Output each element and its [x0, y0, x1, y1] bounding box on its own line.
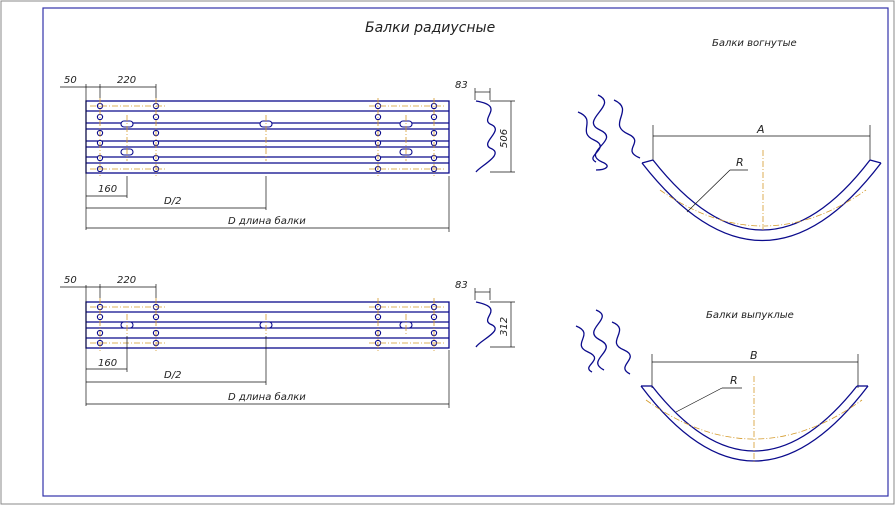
concave-arc-outer [641, 162, 882, 241]
beam-bottom-axes [90, 298, 444, 352]
concave-wave-symbol [592, 94, 608, 171]
beam-top-axes [90, 98, 444, 176]
beam-bottom-dimensions: 50 220 160 D/2 D длина балки [60, 275, 450, 408]
dim-bottom-pitch: 220 [117, 275, 136, 286]
drawing-title: Балки радиусные [365, 20, 495, 36]
dim-top-profile-depth: 83 [455, 80, 468, 91]
convex-wave-symbol [593, 309, 607, 371]
convex-beam-view: Балки выпуклые B R [575, 309, 869, 462]
beam-top: 50 220 160 D/2 D длина балки 83 506 [60, 75, 515, 232]
beam-bottom: 50 220 160 D/2 D длина балки 83 312 [60, 275, 515, 408]
dim-top-first-hole: 160 [98, 184, 117, 195]
dim-top-half: D/2 [164, 196, 181, 207]
dim-bottom-end: 50 [64, 275, 77, 286]
convex-title: Балки выпуклые [706, 310, 794, 321]
dim-top-pitch: 220 [117, 75, 136, 86]
beam-top-profile: 83 506 [455, 80, 515, 173]
beam-top-plate [85, 100, 450, 174]
beam-top-holes [96, 102, 438, 173]
convex-arc-outer [640, 385, 869, 462]
convex-chord-label: B [750, 349, 758, 362]
beam-top-dimensions: 50 220 160 D/2 D длина балки [60, 75, 450, 232]
dim-top-profile-height: 506 [499, 129, 510, 148]
drawing-frame [42, 7, 889, 497]
beam-top-slots [120, 120, 413, 156]
dim-bottom-length: D длина балки [228, 391, 306, 403]
dim-bottom-half: D/2 [164, 370, 181, 381]
dim-bottom-profile-height: 312 [499, 317, 510, 336]
dim-top-end: 50 [64, 75, 77, 86]
convex-arc-inner [651, 385, 858, 452]
concave-chord-label: A [756, 123, 765, 136]
beam-bottom-slots [120, 321, 413, 329]
concave-beam-view: Балки вогнутые A R [577, 38, 882, 241]
beam-bottom-profile: 83 312 [455, 280, 515, 348]
concave-radius-label: R [736, 156, 744, 169]
dim-bottom-profile-depth: 83 [455, 280, 468, 291]
dim-top-length: D длина балки [228, 215, 306, 227]
concave-title: Балки вогнутые [712, 38, 797, 49]
concave-arc-inner [652, 159, 871, 231]
convex-radius-label: R [730, 374, 738, 387]
dim-bottom-first-hole: 160 [98, 358, 117, 369]
